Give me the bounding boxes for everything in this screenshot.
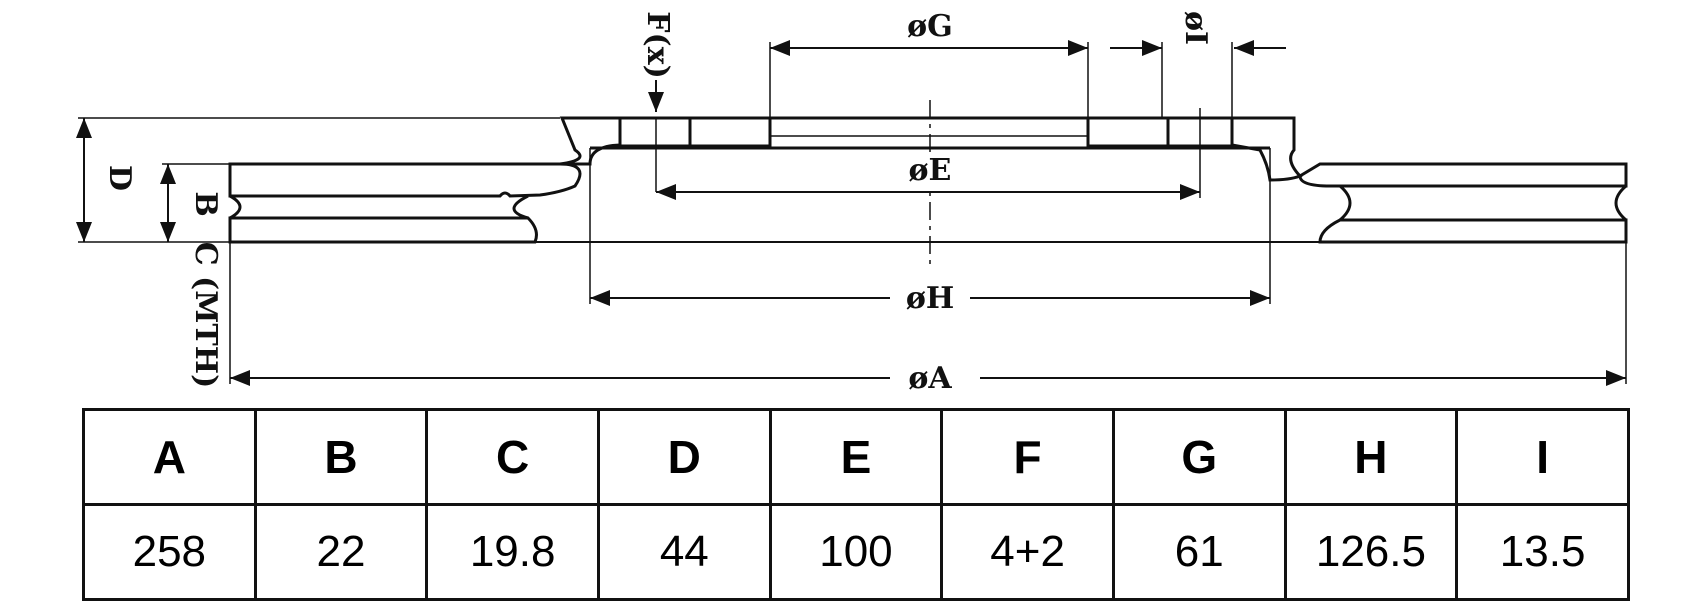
value-a: 258 [82, 503, 257, 601]
dimension-g-label: øG [907, 9, 953, 44]
dimension-h-label: øH [906, 281, 954, 316]
header-i: I [1455, 408, 1630, 506]
left-friction-ring [228, 162, 582, 244]
dimensions-table: A B C D E F G H I 258 22 19.8 44 100 4+2… [82, 408, 1630, 601]
value-g: 61 [1111, 503, 1287, 601]
value-e: 100 [768, 503, 944, 601]
dimension-e: øE [656, 108, 1201, 200]
dimension-d: D [76, 117, 560, 243]
header-a: A [82, 408, 257, 506]
right-friction-ring [1298, 162, 1628, 244]
dimension-i: øI [1110, 11, 1286, 118]
dimension-b: B [160, 163, 230, 242]
header-b: B [253, 408, 429, 506]
value-b: 22 [253, 503, 429, 601]
value-f: 4+2 [940, 503, 1115, 601]
value-d: 44 [596, 503, 772, 601]
value-c: 19.8 [425, 503, 600, 601]
header-f: F [940, 408, 1115, 506]
header-d: D [596, 408, 772, 506]
dimension-h: øH [589, 242, 1271, 316]
header-h: H [1283, 408, 1459, 506]
dimension-b-label: B [188, 191, 223, 216]
dimension-f-label: F(x) [640, 11, 675, 79]
dimension-d-label: D [102, 165, 137, 191]
value-i: 13.5 [1455, 503, 1630, 601]
value-h: 126.5 [1283, 503, 1459, 601]
dimension-a: øA [229, 242, 1627, 396]
dimension-i-label: øI [1178, 11, 1213, 45]
dimension-a-label: øA [908, 361, 952, 396]
table-header-row: A B C D E F G H I [82, 408, 1630, 506]
dimension-c-label: C (MTH) [188, 242, 223, 389]
dimension-g: øG [769, 8, 1089, 118]
dimension-e-label: øE [909, 153, 952, 188]
brake-disc-section-drawing: D B C (MTH) F(x) øG øI øE [76, 8, 1628, 396]
header-g: G [1111, 408, 1287, 506]
dimension-f: F(x) [640, 11, 675, 192]
header-e: E [768, 408, 944, 506]
table-row: 258 22 19.8 44 100 4+2 61 126.5 13.5 [82, 503, 1630, 601]
header-c: C [425, 408, 600, 506]
